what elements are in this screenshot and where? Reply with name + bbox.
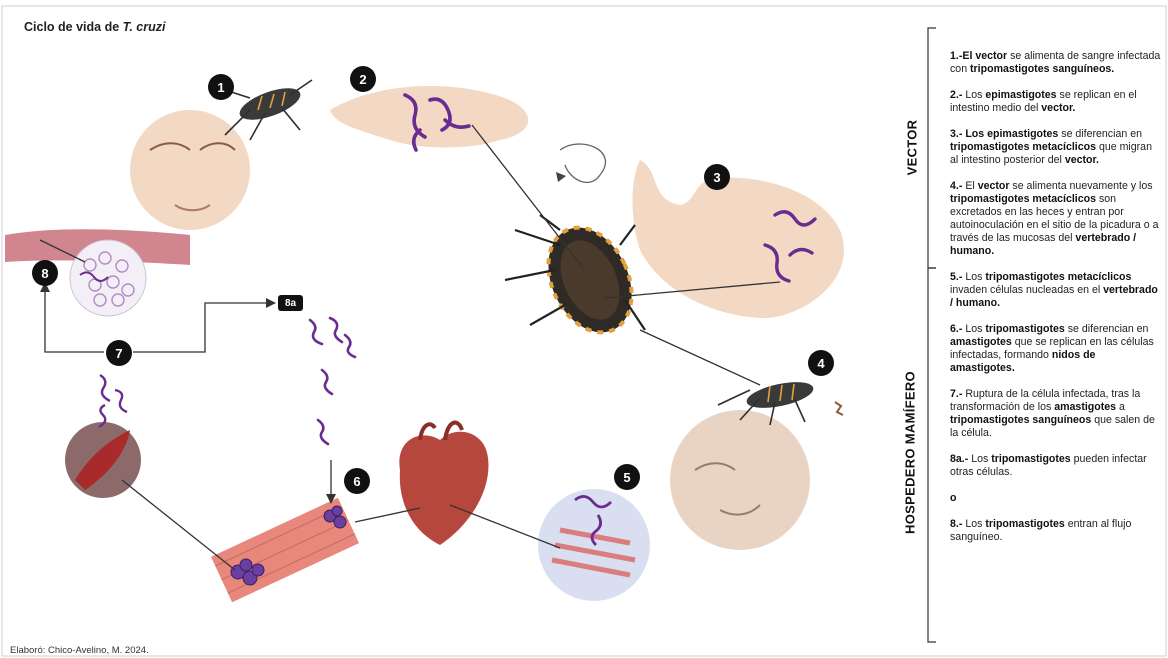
- step-description: 8a.- Los tripomastigotes pueden infectar…: [950, 453, 1162, 479]
- step-badge-5: 5: [614, 464, 640, 490]
- step-description: 1.-El vector se alimenta de sangre infec…: [950, 50, 1162, 76]
- step-badge-6: 6: [344, 468, 370, 494]
- step-text: epimastigotes: [985, 89, 1056, 101]
- step-text: Los: [962, 271, 985, 283]
- step-description: 4.- El vector se alimenta nuevamente y l…: [950, 180, 1162, 258]
- step-text: amastigotes: [950, 336, 1012, 348]
- step-text: tripomastigotes metacíclicos: [985, 271, 1131, 283]
- step-text: El: [962, 180, 977, 192]
- arrow-7-to-8a-head: [266, 298, 276, 308]
- step-text: Los: [962, 323, 985, 335]
- step-number: 7.-: [950, 388, 962, 400]
- step-text: vector.: [1065, 154, 1099, 166]
- step-text: El vector: [962, 50, 1007, 62]
- step-number: 3.-: [950, 128, 962, 140]
- step-description: 3.- Los epimastigotes se diferencian en …: [950, 128, 1162, 167]
- step-number: 8.-: [950, 518, 962, 530]
- step-text: se diferencian en: [1058, 128, 1142, 140]
- bracket-host: [928, 268, 936, 642]
- step-text: se diferencian en: [1065, 323, 1149, 335]
- step-number: 4.-: [950, 180, 962, 192]
- gut-arrow: [560, 144, 605, 182]
- step-description: 8.- Los tripomastigotes entran al flujo …: [950, 518, 1162, 544]
- step-text: se alimenta nuevamente y los: [1009, 180, 1152, 192]
- step-number: 6.-: [950, 323, 962, 335]
- face-circle-4: [670, 410, 810, 550]
- step-badge-8: 8: [32, 260, 58, 286]
- step-text: Los: [962, 89, 985, 101]
- step-description: 2.- Los epimastigotes se replican en el …: [950, 89, 1162, 115]
- step-badge-1: 1: [208, 74, 234, 100]
- step-number: 8a.-: [950, 453, 968, 465]
- step-descriptions: 1.-El vector se alimenta de sangre infec…: [950, 50, 1162, 557]
- step-text: o: [950, 492, 956, 504]
- step-text: Los epimastigotes: [962, 128, 1058, 140]
- step-text: tripomastigotes sanguíneos.: [970, 63, 1114, 75]
- step-text: Los: [968, 453, 991, 465]
- step-badge-2: 2: [350, 66, 376, 92]
- step-text: a: [1116, 401, 1125, 413]
- step-text: tripomastigotes: [985, 323, 1064, 335]
- midgut-shape: [330, 86, 528, 147]
- cell-circle-5: [538, 489, 650, 601]
- step-text: amastigotes: [1054, 401, 1116, 413]
- step-text: tripomastigotes: [985, 518, 1064, 530]
- step-number: 2.-: [950, 89, 962, 101]
- step-number: 1.-: [950, 50, 962, 62]
- heart: [399, 432, 488, 545]
- step-text: tripomastigotes metacíclicos: [950, 141, 1096, 153]
- vector-bug-1: [225, 80, 312, 140]
- step-text: Los: [962, 518, 985, 530]
- step-text: vector.: [1041, 102, 1075, 114]
- step-badge-4: 4: [808, 350, 834, 376]
- arrow-7-to-8a: [133, 303, 270, 352]
- bracket-vector: [928, 28, 936, 268]
- step-text: invaden células nucleadas en el: [950, 284, 1103, 296]
- step-text: tripomastigotes: [991, 453, 1070, 465]
- step-badge-3: 3: [704, 164, 730, 190]
- hindgut-shape: [633, 160, 844, 318]
- section-label-host: HOSPEDERO MAMÍFERO: [903, 363, 918, 543]
- gut-arrow-head: [556, 172, 566, 182]
- step-description: 7.- Ruptura de la célula infectada, tras…: [950, 388, 1162, 440]
- step-text: tripomastigotes metacíclicos: [950, 193, 1096, 205]
- step-badge-7: 7: [106, 340, 132, 366]
- step-description: 6.- Los tripomastigotes se diferencian e…: [950, 323, 1162, 375]
- step-description: o: [950, 492, 1162, 505]
- step-text: vector: [978, 180, 1010, 192]
- credit-line: Elaboró: Chico-Avelino, M. 2024.: [10, 645, 149, 656]
- step-description: 5.- Los tripomastigotes metacíclicos inv…: [950, 271, 1162, 310]
- cell-7-parasites: [99, 375, 127, 427]
- step-badge-8a: 8a: [278, 295, 303, 311]
- trypomastigotes-8a: [310, 318, 355, 444]
- vector-bug-center: [505, 214, 648, 346]
- section-label-vector: VECTOR: [905, 98, 920, 198]
- step-number: 5.-: [950, 271, 962, 283]
- step-text: tripomastigotes sanguíneos: [950, 414, 1091, 426]
